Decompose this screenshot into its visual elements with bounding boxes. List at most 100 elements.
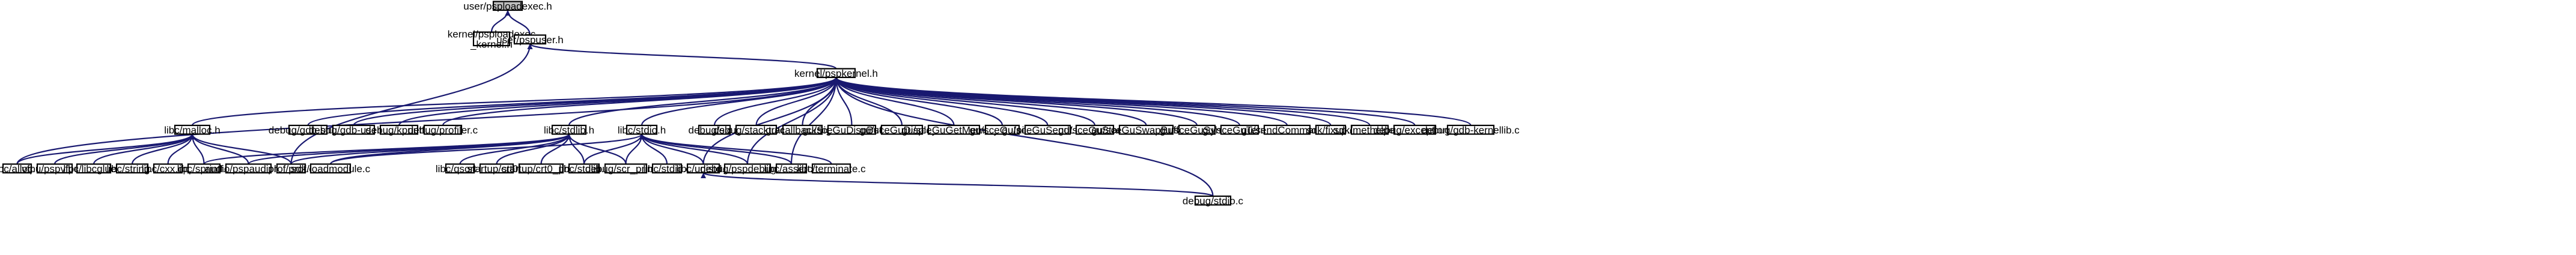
node-guinit[interactable]: gu/sceGuInit.c	[970, 124, 1035, 136]
edge-profiler-to-pspkernel	[442, 77, 839, 126]
node-pspdebugkb[interactable]: debug/pspdebugkb.c	[700, 163, 795, 175]
node-box	[225, 163, 272, 174]
node-getmemory[interactable]: gu/sceGuGetMemory.c	[902, 124, 1006, 136]
edge-stacktrace-to-pspkernel	[755, 77, 839, 126]
node-label: audio/pspaudiolib.c	[205, 163, 293, 175]
node-dstdio[interactable]: debug/stdio.c	[1183, 195, 1244, 206]
node-box	[513, 34, 547, 45]
edge-fixup-to-pspkernel	[833, 77, 1332, 126]
node-gustart[interactable]: gu/sceGuStart.c	[1058, 124, 1131, 136]
node-alloc[interactable]: libc/alloc.c	[0, 163, 41, 175]
node-malloc[interactable]: libc/malloc.h	[164, 124, 221, 136]
edge-dstdio-to-pspkernel	[833, 77, 1214, 197]
node-methelper[interactable]: sdk/methelper.c	[1334, 124, 1406, 136]
node-label: user/pspuser.h	[496, 34, 564, 46]
node-pspvfpu[interactable]: vfpu/pspvfpu.c	[22, 163, 88, 175]
node-stdio[interactable]: libc/stdio.h	[618, 124, 666, 136]
node-label: debug/gdb-userlib.c	[309, 124, 399, 136]
node-swapbuffers[interactable]: gu/sceGuSwapBuffers.c	[1091, 124, 1201, 136]
node-dispbuffer[interactable]: gu/sceGuDispBuffer.c	[802, 124, 901, 136]
node-box	[1220, 124, 1259, 135]
node-pspaudiolib[interactable]: audio/pspaudiolib.c	[205, 163, 293, 175]
edge-dstdio-to-unistd	[701, 172, 1214, 197]
node-gdbstub[interactable]: debug/gdb-stub.c	[269, 124, 348, 136]
node-label: gu/sceGuSendList.c	[1002, 124, 1094, 136]
node-label: libc/stdlib.c	[559, 163, 609, 175]
node-box	[1118, 124, 1174, 135]
edge-malloc-to-pspkernel	[191, 77, 839, 126]
node-qsort[interactable]: libc/qsort.c	[436, 163, 485, 175]
node-sio[interactable]: debug/sio.c	[689, 124, 741, 136]
node-pspuser[interactable]: user/pspuser.h	[496, 34, 564, 46]
edge-pspdebugkb-to-pspkernel	[746, 77, 839, 164]
node-gusync[interactable]: gu/sceGuSync.c	[1160, 124, 1234, 136]
node-stdioc[interactable]: libc/stdio.c	[643, 163, 691, 175]
node-gdbkernellib[interactable]: debug/gdb-kernellib.c	[1422, 124, 1520, 136]
node-lsprintf[interactable]: libc/sprintf.c	[177, 163, 231, 175]
node-crt0[interactable]: startup/crt0.c	[467, 163, 526, 175]
edge-pspdebugkb-to-stdio	[639, 134, 749, 164]
node-label: libc/terminate.c	[797, 163, 866, 175]
node-libcglue[interactable]: libc/libcglue.c	[63, 163, 124, 175]
node-callbacksig[interactable]: gu/callbackSig.c	[766, 124, 839, 136]
node-label: debug/scr_printf.c	[585, 163, 667, 175]
node-box	[276, 163, 306, 174]
node-unistd[interactable]: libc/unistd.h	[677, 163, 731, 175]
edge-assert-to-pspkernel	[790, 77, 839, 164]
node-label: gu/sceGuDisplay.c	[860, 124, 945, 136]
node-box	[36, 163, 73, 174]
node-box	[551, 124, 587, 135]
node-sendlist[interactable]: gu/sceGuSendList.c	[1002, 124, 1094, 136]
edges-layer	[16, 10, 1472, 197]
node-box	[1194, 195, 1232, 206]
node-label: libc/stdio.h	[618, 124, 666, 136]
node-label: debug/profiler.c	[408, 124, 478, 136]
edge-loadmodule-to-stdio	[329, 133, 645, 165]
node-kprintf[interactable]: debug/kprintf.c	[365, 124, 433, 136]
node-label: libc/alloc.c	[0, 163, 41, 175]
node-label: vfpu/pspvfpu.c	[22, 163, 88, 175]
edge-sendlist-to-pspkernel	[833, 77, 1049, 126]
edge-pspvfpu-to-malloc	[53, 134, 195, 164]
edge-gdbstub-to-pspkernel	[307, 77, 839, 126]
node-stdlib[interactable]: libc/stdlib.h	[544, 124, 594, 136]
edge-libcglue-to-malloc	[93, 134, 195, 164]
node-scrprintf[interactable]: debug/scr_printf.c	[585, 163, 667, 175]
node-profiler[interactable]: debug/profiler.c	[408, 124, 478, 136]
node-label: libc/stdlib.h	[544, 124, 594, 136]
edge-prof-to-malloc	[189, 134, 292, 164]
node-box	[187, 163, 221, 174]
node-lstring[interactable]: libc/string.c	[106, 163, 158, 175]
node-box	[1350, 124, 1389, 135]
node-label: gu/sceGuTerm.c	[1202, 124, 1277, 136]
node-prof[interactable]: prof/prof.c	[268, 163, 314, 175]
node-crt0prx[interactable]: startup/crt0_prx.c	[502, 163, 581, 175]
node-fixup[interactable]: sdk/fixup.c	[1306, 124, 1355, 136]
node-box	[698, 124, 731, 135]
node-display[interactable]: gu/sceGuDisplay.c	[860, 124, 945, 136]
edge-stdio-to-pspkernel	[641, 77, 839, 126]
node-cxx[interactable]: libc/cxx.cpp	[142, 163, 195, 175]
node-box	[735, 124, 778, 135]
node-label: debug/stacktrace.c	[713, 124, 799, 136]
edge-dispbuffer-to-pspkernel	[833, 77, 853, 126]
node-label: debug/sio.c	[689, 124, 741, 136]
node-label: user/psploadexec.h	[463, 1, 552, 12]
node-box	[76, 163, 112, 174]
node-pspkernel[interactable]: kernel/pspkernel.h	[794, 68, 878, 79]
node-box	[880, 124, 924, 135]
node-exception[interactable]: debug/exception.c	[1374, 124, 1457, 136]
node-assert[interactable]: libc/assert.h	[764, 163, 819, 175]
node-sendcommand[interactable]: gu/sendCommand.c	[1241, 124, 1333, 136]
node-guterm[interactable]: gu/sceGuTerm.c	[1202, 124, 1277, 136]
node-box	[518, 163, 564, 174]
node-box	[1446, 124, 1495, 135]
node-label: prof/prof.c	[268, 163, 314, 175]
node-terminate[interactable]: libc/terminate.c	[797, 163, 866, 175]
node-stacktrace[interactable]: debug/stacktrace.c	[713, 124, 799, 136]
node-loadmodule[interactable]: sdk/loadmodule.c	[291, 163, 371, 175]
edge-pspkernel-to-pspuser	[527, 43, 837, 70]
node-stdlibc[interactable]: libc/stdlib.c	[559, 163, 609, 175]
node-gdbuserlib[interactable]: debug/gdb-userlib.c	[309, 124, 399, 136]
node-box	[811, 163, 851, 174]
